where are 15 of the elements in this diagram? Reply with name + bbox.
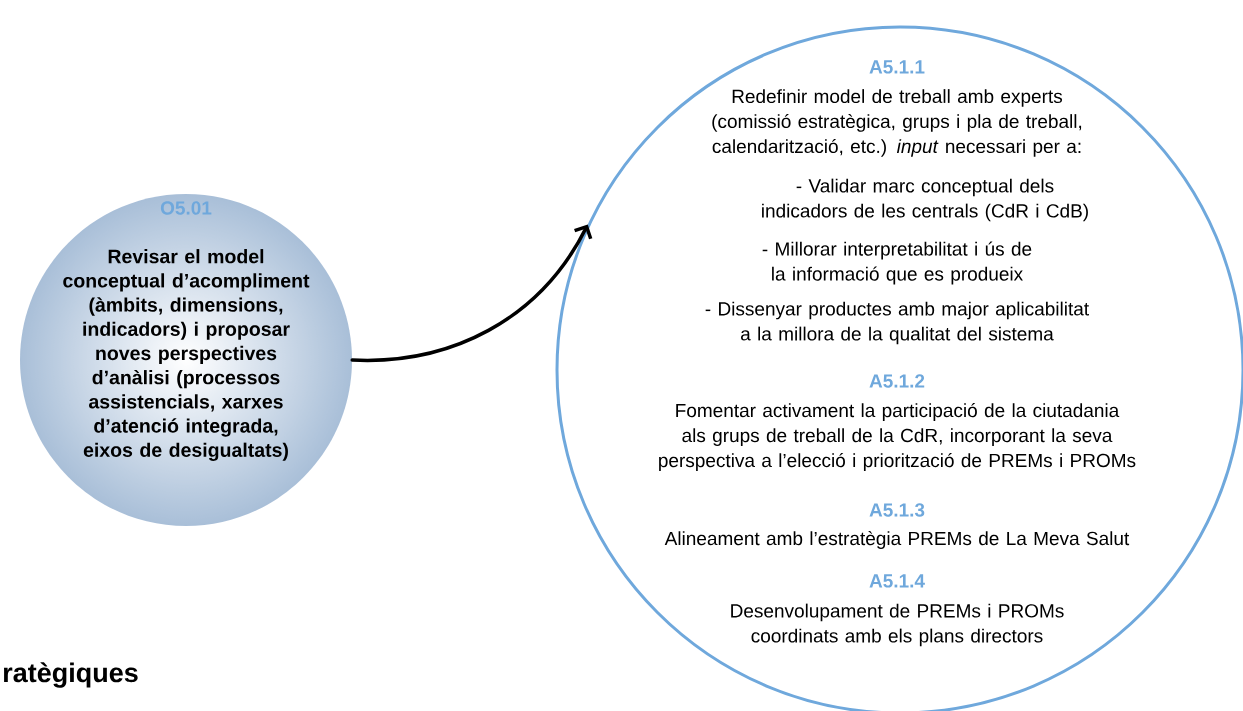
code-heading: A5.1.3 [869,503,925,517]
section-title: ratègiques [4,662,138,688]
action-text: - Validar marc conceptual dels indicadors de les centrals (CdR i CdB) [762,178,1088,222]
objective-text: Revisar el model conceptual d’acompliment (àmbits, dimensions, indicadors) i proposar noves perspectives d’anàlisi (processos assistencials, xarxes d’atenció integrada, eixos de desigualtats) [63,249,310,461]
code-heading: A5.1.1 [869,60,925,74]
action-text: Redefinir model de treball amb experts (comissió estratègica, grups i pla de treball, calendarització, etc.) input necessari per a: [712,89,1082,157]
action-text: - Dissenyar productes amb major aplicabilitat a la millora de la qualitat del sistema [705,301,1089,345]
action-text: - Millorar interpretabilitat i ús de la informació que es produeix [762,241,1032,285]
code-heading: A5.1.2 [869,374,925,388]
code-heading: O5.01 [160,201,212,215]
action-text: Desenvolupament de PREMs i PROMs coordinats amb els plans directors [731,603,1064,647]
curved-arrow [350,224,593,362]
action-text: Fomentar activament la participació de la ciutadania als grups de treball de la CdR, incorporant la seva perspectiva a l’elecció i priorització de PREMs i PROMs [659,403,1136,471]
action-text: Alineament amb l’estratègia PREMs de La Meva Salut [664,531,1130,549]
code-heading: A5.1.4 [869,574,925,588]
